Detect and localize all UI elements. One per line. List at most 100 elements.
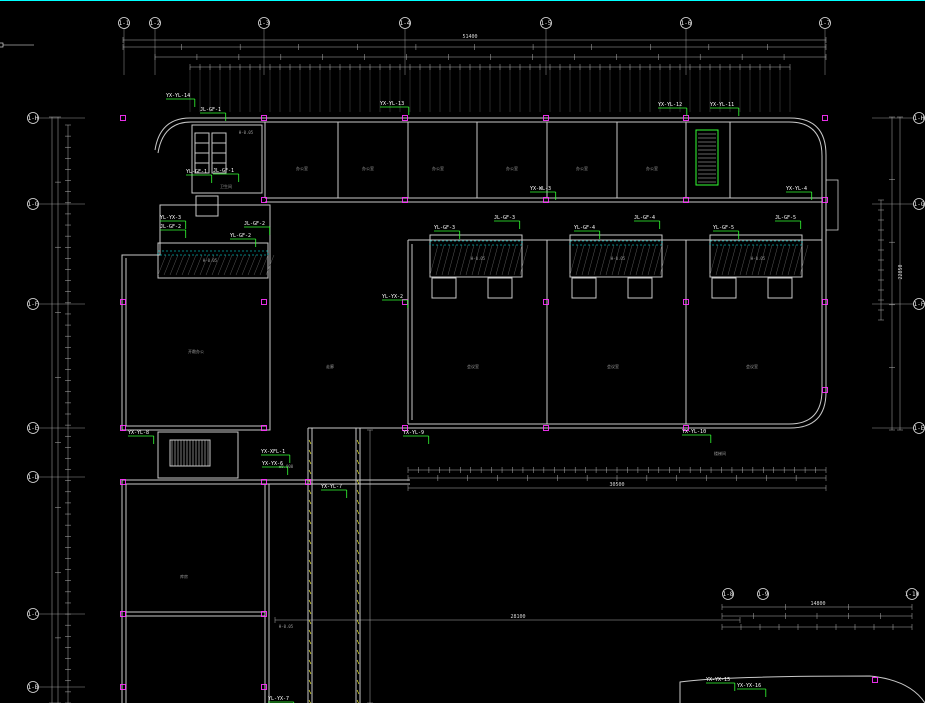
equipment-tag: YX-YX-15 <box>706 677 730 683</box>
hatch-line <box>721 244 731 276</box>
hatch-line <box>635 244 645 276</box>
hatch-line <box>489 244 499 276</box>
equipment-tag: JL-GF-2 <box>160 224 181 230</box>
level-mark: ±0.000 <box>279 464 294 469</box>
hatch-line <box>429 244 439 276</box>
grid-left-2-label: 1-F <box>28 301 39 308</box>
hatch-line <box>241 254 251 276</box>
window-mark <box>356 689 360 695</box>
grid-lower-1-label: 1-9 <box>758 591 769 598</box>
window-mark <box>356 559 360 565</box>
level-mark: H-0.05 <box>279 624 294 629</box>
hatch-line <box>181 254 191 276</box>
hatch-line <box>163 254 173 276</box>
equipment-tag: YX-YL-13 <box>380 101 404 107</box>
room-label: 办公室 <box>362 165 374 171</box>
window-mark <box>308 439 312 445</box>
hatch-line <box>709 244 719 276</box>
column <box>261 684 267 690</box>
window-mark <box>308 459 312 465</box>
hatch-line <box>435 244 445 276</box>
window-mark <box>308 579 312 585</box>
column <box>261 115 267 121</box>
column <box>822 197 828 203</box>
duct-line <box>157 250 269 256</box>
hatch-line <box>587 244 597 276</box>
hatch-line <box>465 244 475 276</box>
window-mark <box>356 699 359 703</box>
window-mark <box>356 579 360 585</box>
equipment-tag: YX-YX-6 <box>262 461 283 467</box>
column <box>543 115 549 121</box>
window-mark <box>308 549 312 555</box>
hatch-line <box>157 254 167 276</box>
grid-lower-0-circle <box>722 588 734 600</box>
grid-top-4-circle <box>540 17 552 29</box>
hatch-line <box>199 254 209 276</box>
dimension-total-text: 22850 <box>898 264 904 279</box>
grid-top-0-circle <box>118 17 130 29</box>
column <box>261 611 267 617</box>
column <box>120 684 126 690</box>
room-label: 会议室 <box>607 363 619 369</box>
window-mark <box>308 619 312 625</box>
room-labels: 办公室办公室办公室办公室办公室办公室卫生间开敞办公会议室会议室会议室楼梯间走廊库… <box>180 130 766 629</box>
column <box>543 299 549 305</box>
hatch-line <box>751 244 761 276</box>
hatch-line <box>599 244 609 276</box>
window-mark <box>356 489 360 495</box>
hatch-line <box>659 244 669 276</box>
grid-left-4-circle <box>27 471 39 483</box>
hatch-line <box>611 244 621 276</box>
equipment-tag: YX-WL-3 <box>530 186 551 192</box>
column <box>683 115 689 121</box>
window-mark <box>356 599 360 605</box>
level-mark: H-0.05 <box>203 258 218 263</box>
window-mark <box>356 509 360 515</box>
window-mark <box>308 569 312 575</box>
window-mark <box>308 589 312 595</box>
hatch-line <box>593 244 603 276</box>
duct-line <box>429 240 523 246</box>
hatch-line <box>757 244 767 276</box>
grid-top-3-label: 1-4 <box>400 20 411 27</box>
grid-lower-2-label: 1-10 <box>905 591 920 598</box>
grid-left-6-circle <box>27 681 39 693</box>
window-mark <box>356 659 360 665</box>
window-mark <box>308 529 312 535</box>
ucs-marker <box>0 42 34 48</box>
grid-right-0-label: 1-H <box>914 115 925 122</box>
hatch-line <box>641 244 651 276</box>
window-mark <box>308 649 312 655</box>
column <box>683 299 689 305</box>
equipment-tag: JL-GF-4 <box>634 215 655 221</box>
hatch-line <box>769 244 779 276</box>
hatch-line <box>205 254 215 276</box>
window-mark <box>356 629 360 635</box>
equipment-tag: YX-YL-10 <box>682 429 706 435</box>
window-mark <box>356 669 360 675</box>
window-mark <box>356 439 360 445</box>
window-mark <box>308 559 312 565</box>
column <box>543 425 549 431</box>
grid-left-1-circle <box>27 198 39 210</box>
hatch-line <box>235 254 245 276</box>
hatch-line <box>169 254 179 276</box>
level-mark: H-0.05 <box>239 130 254 135</box>
window-mark <box>308 599 312 605</box>
grid-top-2-label: 1-3 <box>259 20 270 27</box>
grid-left-5-label: 1-C <box>28 611 39 618</box>
column <box>305 479 311 485</box>
window-mark <box>308 639 312 645</box>
equipment-tag: JL-GF-1 <box>200 107 221 113</box>
grid-top-4-label: 1-5 <box>541 20 552 27</box>
equipment-tag: YL-YX-3 <box>160 215 181 221</box>
column <box>543 197 549 203</box>
duct-line <box>569 240 663 246</box>
hatch-line <box>623 244 633 276</box>
room-label: 办公室 <box>432 165 444 171</box>
window-mark <box>308 499 312 505</box>
column <box>120 115 126 121</box>
hatch-line <box>605 244 615 276</box>
